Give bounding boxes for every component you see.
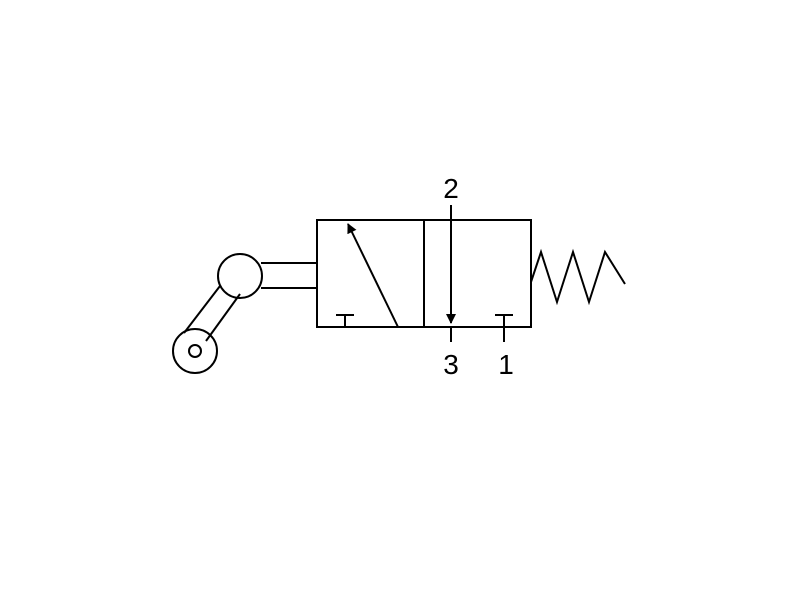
valve-position-left (316, 219, 425, 328)
roller-hub (188, 344, 202, 358)
valve-position-right (423, 219, 532, 328)
lever-pivot (217, 253, 263, 299)
port-label-3: 3 (443, 349, 459, 380)
roller-wheel (172, 328, 218, 374)
port-label-1: 1 (498, 349, 514, 380)
flow-arrow-left (347, 223, 399, 328)
lever-arm-inner (205, 293, 241, 342)
left-position-flow (336, 223, 399, 328)
roller-lever-icon (172, 253, 317, 374)
right-position-flow (423, 205, 513, 342)
spring-icon (530, 248, 626, 306)
lever-arm-outer (183, 285, 221, 334)
port-label-2: 2 (443, 173, 459, 204)
